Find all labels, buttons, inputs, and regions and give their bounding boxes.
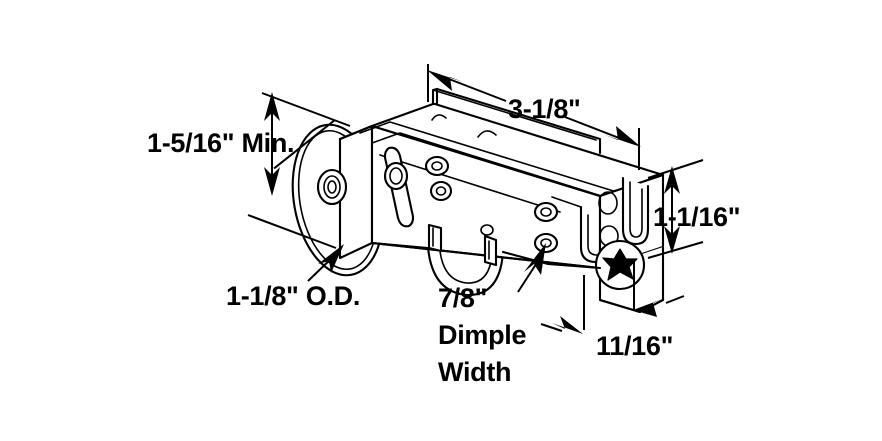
dimension-label-dimple-3: Width — [438, 357, 511, 387]
mounting-hole-group — [424, 155, 559, 254]
arrow-right-icon — [605, 126, 641, 147]
arrow-right-icon — [552, 316, 583, 334]
arrow-down-icon — [664, 226, 680, 254]
star-screw-head — [594, 239, 646, 291]
dimension-label-wheel-od: 1-1/8" O.D. — [226, 281, 360, 311]
arrow-up-icon — [664, 166, 680, 194]
dimension-label-height-min: 1-5/16" Min. — [147, 128, 294, 158]
dimension-body-height: 1-1/16" — [647, 159, 741, 259]
dimension-label-dimple-1: 7/8" — [438, 283, 487, 313]
dimension-length: 3-1/8" — [427, 64, 641, 170]
lower-edge-tabs — [427, 223, 498, 267]
arrow-down-icon — [264, 167, 280, 196]
dimension-bracket-width: 11/16" — [540, 262, 685, 361]
arrow-left-icon — [633, 298, 665, 317]
arrow-pointer-icon — [318, 244, 344, 273]
arrow-up-icon — [264, 92, 280, 121]
leader-wheel-od: 1-1/8" O.D. — [226, 244, 360, 311]
arrow-left-icon — [427, 70, 463, 91]
part-geometry — [291, 87, 665, 314]
dimension-label-bracket-width: 11/16" — [596, 331, 673, 361]
top-deck-bumps — [431, 114, 497, 138]
dimension-height-min: 1-5/16" Min. — [147, 92, 351, 249]
arrow-pointer-icon — [524, 243, 546, 275]
adjustment-slot — [383, 146, 415, 228]
dimension-label-length: 3-1/8" — [508, 94, 581, 124]
leader-dimple-width: 7/8" Dimple Width — [438, 243, 546, 387]
part-bottom-outline — [370, 241, 602, 270]
dimension-label-dimple-2: Dimple — [438, 320, 527, 350]
axle-hole — [316, 168, 348, 206]
dimension-label-body-height: 1-1/16" — [653, 202, 740, 232]
